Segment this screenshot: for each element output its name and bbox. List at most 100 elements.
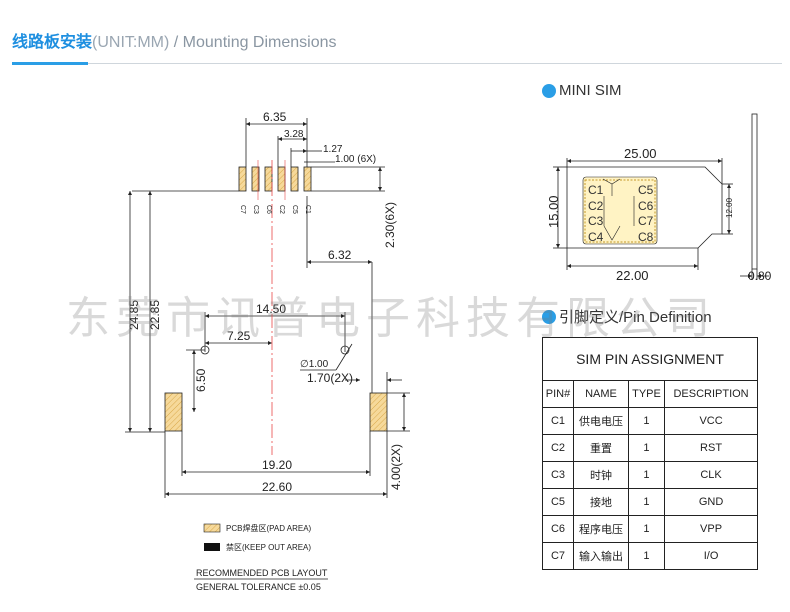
cell-type: 1	[627, 515, 666, 543]
column-header: DESCRIPTION	[664, 380, 758, 408]
pin-label: C5	[291, 205, 298, 214]
contact-label: C5	[638, 183, 654, 197]
cell-pin: C5	[541, 488, 575, 516]
pin-assignment-table: SIM PIN ASSIGNMENT PIN# NAME TYPE DESCRI…	[541, 337, 758, 570]
dim-6-50: 6.50	[194, 368, 208, 392]
bullet-icon	[542, 83, 556, 98]
tolerance-note: GENERAL TOLERANCE ±0.05	[196, 582, 321, 592]
sim-dim-22: 22.00	[616, 268, 649, 283]
dim-22-60: 22.60	[262, 480, 292, 494]
pcb-layout-drawing: C7 C3 C6 C2 C5 C1 6.35 3.28 1.27 1.00 (6…	[125, 110, 410, 592]
pad-c6	[264, 166, 273, 192]
pad-c5	[290, 166, 299, 192]
page-title: 线路板安装(UNIT:MM) / Mounting Dimensions	[12, 28, 337, 52]
cell-pin: C7	[541, 542, 575, 570]
dim-hole: ∅1.00	[300, 359, 329, 370]
mini-sim-heading: MINI SIM	[542, 82, 622, 99]
pad-c7	[238, 166, 247, 192]
dim-6-32: 6.32	[328, 248, 352, 262]
title-en: / Mounting Dimensions	[169, 34, 337, 51]
column-header: TYPE	[627, 380, 666, 408]
contact-label: C1	[588, 183, 604, 197]
sim-dim-25: 25.00	[624, 146, 657, 161]
cell-desc: VCC	[664, 407, 758, 435]
side-pad-right	[369, 392, 388, 432]
column-header: PIN#	[541, 380, 575, 408]
cell-desc: RST	[664, 434, 758, 462]
dim-1-70: 1.70(2X)	[307, 371, 353, 385]
mini-sim-drawing: C1 C2 C3 C4 C5 C6 C7 C8 25.00 15.00 22.0…	[546, 113, 772, 283]
dim-24-85: 24.85	[127, 300, 141, 330]
dim-14-50: 14.50	[256, 302, 286, 316]
contact-label: C8	[638, 230, 654, 244]
dim-6-35: 6.35	[263, 110, 287, 124]
contact-label: C7	[638, 214, 654, 228]
pad-c1	[303, 166, 312, 192]
cell-pin: C6	[541, 515, 575, 543]
layout-caption: RECOMMENDED PCB LAYOUT	[196, 568, 328, 578]
contact-label: C4	[588, 230, 604, 244]
legend-pad-swatch	[203, 523, 221, 533]
cell-desc: CLK	[664, 461, 758, 489]
cell-type: 1	[627, 407, 666, 435]
pin-label: C3	[252, 205, 259, 214]
pin-label: C7	[239, 205, 246, 214]
legend-pad-label: PCB焊盘区(PAD AREA)	[226, 523, 312, 533]
pad-c2	[277, 166, 286, 192]
pin-label: C2	[278, 205, 285, 214]
header-accent-bar	[12, 62, 88, 65]
pin-definition-heading: 引脚定义/Pin Definition	[542, 306, 712, 327]
dim-4-00: 4.00(2X)	[389, 444, 403, 490]
cell-name: 输入输出	[573, 542, 629, 570]
cell-pin: C3	[541, 461, 575, 489]
dim-3-28: 3.28	[284, 129, 304, 140]
legend-keepout-swatch	[204, 543, 220, 551]
cell-desc: I/O	[664, 542, 758, 570]
dim-2-30: 2.30(6X)	[383, 202, 397, 248]
dim-22-85: 22.85	[148, 300, 162, 330]
cell-name: 接地	[573, 488, 629, 516]
cell-name: 时钟	[573, 461, 629, 489]
cell-type: 1	[627, 461, 666, 489]
sim-side-view	[751, 113, 758, 270]
legend-keepout-label: 禁区(KEEP OUT AREA)	[226, 543, 311, 552]
cell-name: 程序电压	[573, 515, 629, 543]
dim-1-27: 1.27	[323, 144, 343, 155]
contact-label: C3	[588, 214, 604, 228]
cell-pin: C1	[541, 407, 575, 435]
bullet-icon	[542, 309, 556, 324]
dim-19-20: 19.20	[262, 458, 292, 472]
sim-chip	[582, 176, 658, 245]
cell-desc: GND	[664, 488, 758, 516]
cell-type: 1	[627, 434, 666, 462]
column-header: NAME	[573, 380, 629, 408]
pad-c3	[251, 166, 260, 192]
sim-dim-thickness: 0.80	[748, 269, 772, 283]
cell-type: 1	[627, 542, 666, 570]
cell-type: 1	[627, 488, 666, 516]
sim-card-outline	[566, 166, 723, 249]
side-pad-left	[164, 392, 183, 432]
sim-dim-12: 12.00	[725, 197, 734, 218]
cell-name: 重置	[573, 434, 629, 462]
cell-pin: C2	[541, 434, 575, 462]
title-unit: (UNIT:MM)	[92, 34, 170, 51]
contact-label: C6	[638, 199, 654, 213]
pin-label: C6	[265, 205, 272, 214]
watermark-text: 东莞市讯普电子科技有限公司	[66, 293, 716, 344]
cell-desc: VPP	[664, 515, 758, 543]
header-divider	[12, 63, 782, 64]
dim-7-25: 7.25	[227, 329, 251, 343]
pin-label: C1	[304, 205, 311, 214]
sim-dim-15: 15.00	[546, 195, 561, 228]
cell-name: 供电电压	[573, 407, 629, 435]
dim-1-00: 1.00 (6X)	[335, 154, 376, 165]
contact-label: C2	[588, 199, 604, 213]
title-cn: 线路板安装	[12, 34, 93, 51]
